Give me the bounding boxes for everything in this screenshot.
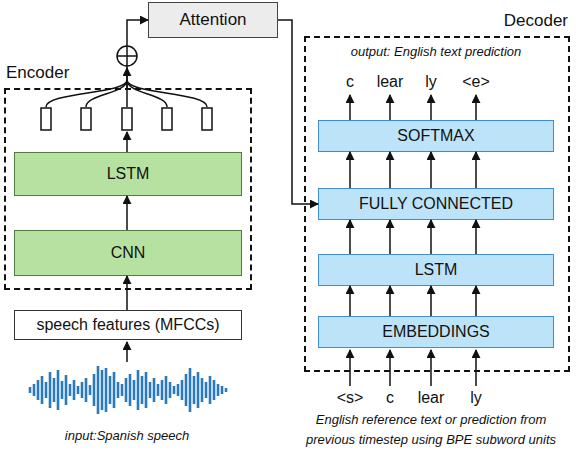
feature-box: speech features (MFCCs) (14, 310, 242, 340)
input-note: input:Spanish speech (27, 426, 227, 446)
connector-line (349, 152, 351, 188)
box-label: SOFTMAX (397, 127, 474, 145)
connector-line (430, 286, 432, 316)
connector-line (389, 220, 391, 254)
output-token: <e> (446, 73, 506, 91)
output-token: c (320, 73, 380, 91)
connector-line (389, 286, 391, 316)
connector (350, 220, 476, 254)
connector-line (389, 152, 391, 188)
connector-line (475, 286, 477, 316)
box-label: EMBEDDINGS (382, 323, 490, 341)
connector-line (349, 286, 351, 316)
box-label: Attention (179, 10, 246, 30)
input-token: lear (401, 389, 461, 407)
decoder-input-note: English reference text or prediction fro… (290, 410, 572, 450)
connector-line (430, 220, 432, 254)
connector-line (278, 20, 318, 204)
output-note: output: English text prediction (318, 42, 554, 62)
encoder-frame: EncoderLSTMCNN (4, 88, 252, 290)
input-token: ly (446, 389, 506, 407)
frame-heading: Decoder (504, 11, 568, 31)
frame-heading: Encoder (6, 63, 69, 83)
connector (127, 276, 128, 310)
box-label: LSTM (107, 165, 150, 183)
connector (127, 196, 128, 230)
encoder-states (41, 108, 212, 130)
output-token: ly (401, 73, 461, 91)
softmax-layer: SOFTMAX (318, 120, 554, 152)
connector (350, 286, 476, 316)
connector-line (475, 220, 477, 254)
lstm-layer: LSTM (318, 254, 554, 286)
input-token: <s> (320, 389, 380, 407)
cnn-layer: CNN (14, 230, 242, 276)
connector-line (430, 152, 432, 188)
attention-box: Attention (148, 2, 278, 38)
box-label: speech features (MFCCs) (36, 316, 219, 334)
connector (350, 152, 476, 188)
box-label: FULLY CONNECTED (359, 195, 513, 213)
input-arrow (126, 342, 128, 362)
box-label: CNN (111, 244, 146, 262)
decoder-frame: DecoderSOFTMAXFULLY CONNECTEDLSTMEMBEDDI… (304, 36, 570, 372)
box-label: LSTM (415, 261, 458, 279)
lstm-output-arrow (126, 132, 128, 152)
output-token: lear (360, 73, 420, 91)
lstm-layer: LSTM (14, 152, 242, 196)
speech-waveform (30, 366, 226, 414)
connector-line (126, 276, 128, 310)
connector-line (349, 220, 351, 254)
connector-line (126, 196, 128, 230)
connector (278, 20, 318, 204)
concat-symbol (117, 46, 137, 66)
input-token: c (360, 389, 420, 407)
embedding-layer: EMBEDDINGS (318, 316, 554, 348)
dense-layer: FULLY CONNECTED (318, 188, 554, 220)
connector-line (475, 152, 477, 188)
